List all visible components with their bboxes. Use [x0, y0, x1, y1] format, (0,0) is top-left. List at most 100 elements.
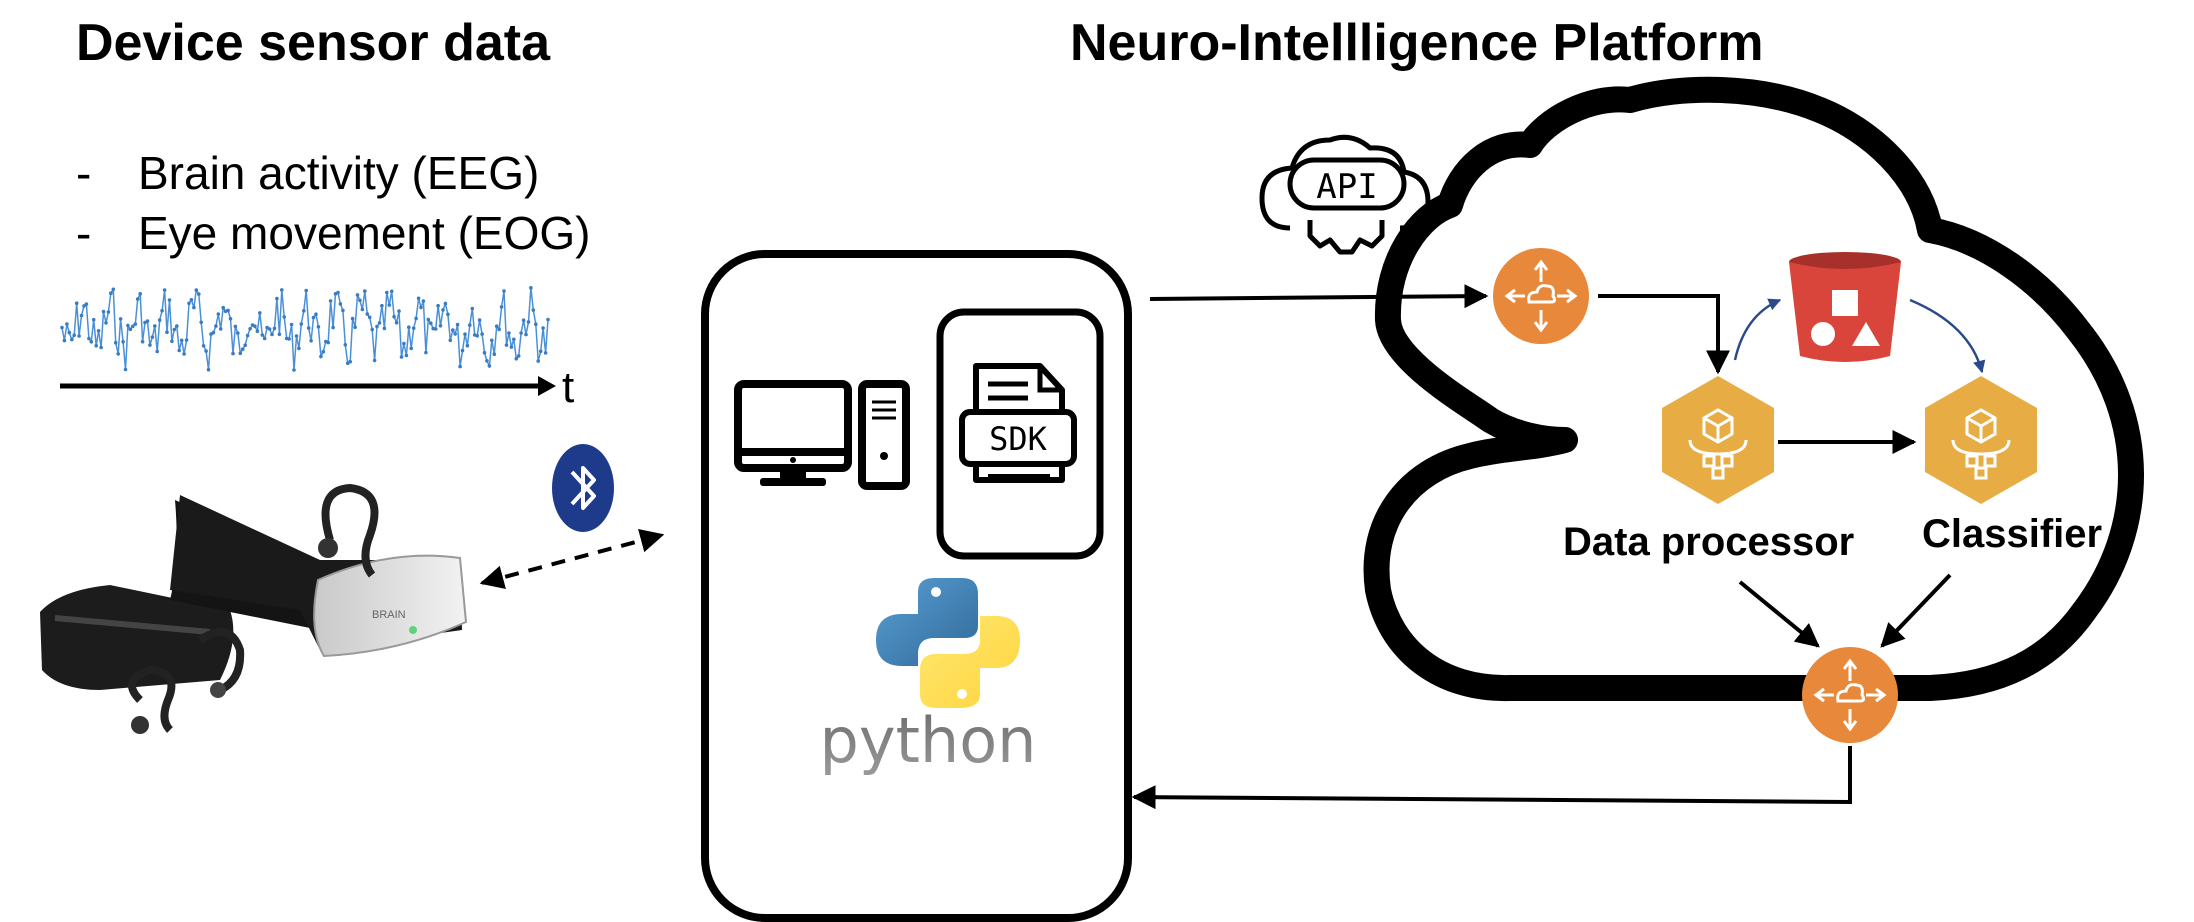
- eeg-sample-dot: [111, 287, 116, 292]
- eeg-sample-dot: [512, 337, 516, 342]
- eeg-sample-dot: [453, 332, 458, 336]
- eeg-sample-dot: [175, 324, 179, 328]
- eeg-sample-dot: [255, 329, 260, 334]
- eeg-sample-dot: [84, 302, 89, 306]
- eeg-sample-dot: [94, 343, 98, 348]
- eeg-sample-dot: [536, 359, 540, 363]
- eeg-sample-dot: [419, 305, 423, 310]
- arrow-router-to-processor: [1598, 294, 1730, 375]
- right-title: Neuro-Intellligence Platform: [1070, 14, 1764, 72]
- eeg-sample-dot: [155, 349, 159, 354]
- eeg-sample-dot: [135, 297, 140, 301]
- arrow-device-to-router: [1149, 284, 1489, 309]
- eeg-sample-dot: [106, 310, 111, 314]
- eeg-sample-dot: [133, 322, 138, 326]
- eeg-sample-dot: [468, 323, 472, 327]
- eeg-sample-dot: [541, 326, 545, 330]
- eeg-sample-dot: [509, 345, 514, 349]
- eeg-sample-dot: [297, 346, 301, 351]
- eeg-sample-dot: [172, 327, 177, 332]
- sdk-document-icon: SDK: [959, 363, 1077, 483]
- eeg-sample-dot: [521, 318, 526, 323]
- eeg-sample-dot: [358, 298, 362, 303]
- eeg-sample-dot: [204, 349, 208, 353]
- eeg-sample-dot: [350, 316, 355, 321]
- eeg-sample-dot: [389, 289, 394, 294]
- eeg-sample-dot: [121, 340, 125, 344]
- eeg-sample-dot: [382, 326, 387, 331]
- eeg-sample-dot: [309, 339, 313, 343]
- eeg-sample-dot: [177, 348, 181, 353]
- eeg-sample-dot: [514, 356, 519, 361]
- eeg-sample-dot: [524, 332, 528, 337]
- eeg-sample-dot: [546, 317, 550, 322]
- eeg-sample-dot: [299, 322, 304, 326]
- eeg-sample-dot: [96, 329, 101, 333]
- eeg-sample-dot: [140, 339, 145, 344]
- eeg-sample-dot: [277, 332, 282, 337]
- svg-text:BRAIN: BRAIN: [372, 609, 406, 621]
- eeg-sample-dot: [65, 322, 69, 326]
- api-cloud-icon: API: [1259, 134, 1431, 255]
- eeg-sample-dot: [218, 327, 223, 331]
- eeg-signal: [60, 286, 550, 372]
- eeg-sample-dot: [128, 327, 133, 332]
- eeg-sample-dot: [538, 349, 543, 354]
- eeg-sample-dot: [355, 293, 360, 297]
- bluetooth-link-arrow: [479, 528, 665, 590]
- eeg-sample-dot: [411, 326, 416, 331]
- eeg-sample-dot: [397, 309, 401, 313]
- eeg-sample-dot: [404, 353, 409, 358]
- eeg-sample-dot: [399, 355, 404, 359]
- eeg-sample-dot: [394, 320, 399, 325]
- eeg-sample-dot: [443, 301, 448, 306]
- time-axis-arrowhead: [538, 376, 556, 396]
- eeg-sample-dot: [201, 344, 206, 348]
- eeg-sample-dot: [311, 315, 316, 320]
- eeg-sample-dot: [280, 288, 284, 292]
- data-processor-label: Data processor: [1563, 520, 1855, 564]
- eeg-sample-dot: [101, 309, 106, 314]
- eeg-sample-dot: [236, 331, 240, 335]
- eeg-sample-dot: [87, 336, 91, 341]
- api-label: API: [1316, 167, 1377, 207]
- eeg-sample-dot: [192, 305, 196, 310]
- eeg-sample-dot: [233, 324, 238, 329]
- eeg-sample-dot: [91, 317, 96, 322]
- eeg-sample-dot: [245, 333, 250, 338]
- eeg-sample-dot: [314, 312, 318, 317]
- eeg-sample-dot: [438, 324, 443, 328]
- eeg-sample-dot: [221, 305, 225, 310]
- eeg-sample-dot: [380, 303, 384, 308]
- router-icon: [1802, 647, 1898, 743]
- eeg-sample-dot: [492, 352, 497, 357]
- eeg-sample-dot: [455, 322, 460, 327]
- eeg-sample-dot: [407, 325, 411, 330]
- eeg-sample-dot: [302, 309, 306, 313]
- eeg-sample-dot: [326, 340, 331, 345]
- device-box: [701, 250, 1132, 922]
- eeg-sample-dot: [534, 322, 538, 327]
- eeg-sample-dot: [343, 343, 348, 347]
- eeg-sample-dot: [499, 305, 504, 309]
- eeg-sample-dot: [211, 330, 216, 335]
- eeg-sample-dot: [194, 288, 199, 292]
- eeg-sample-dot: [113, 340, 118, 345]
- eeg-sample-dot: [482, 350, 487, 355]
- eeg-sample-dot: [319, 354, 323, 359]
- bluetooth-icon: [552, 444, 614, 532]
- eeg-sample-dot: [331, 325, 335, 330]
- eeg-sample-dot: [360, 307, 365, 312]
- eeg-sample-dot: [465, 343, 470, 348]
- eeg-sample-dot: [206, 367, 211, 372]
- router-icon: [1493, 248, 1589, 344]
- eeg-sample-dot: [485, 359, 489, 363]
- eeg-sample-dot: [519, 331, 523, 335]
- arrow-classifier-to-output: [1880, 573, 1952, 648]
- eeg-sample-dot: [189, 298, 194, 302]
- eeg-sample-dot: [270, 332, 274, 337]
- eeg-sample-dot: [433, 327, 438, 331]
- eeg-sample-dot: [529, 286, 533, 290]
- eeg-sample-dot: [109, 291, 113, 296]
